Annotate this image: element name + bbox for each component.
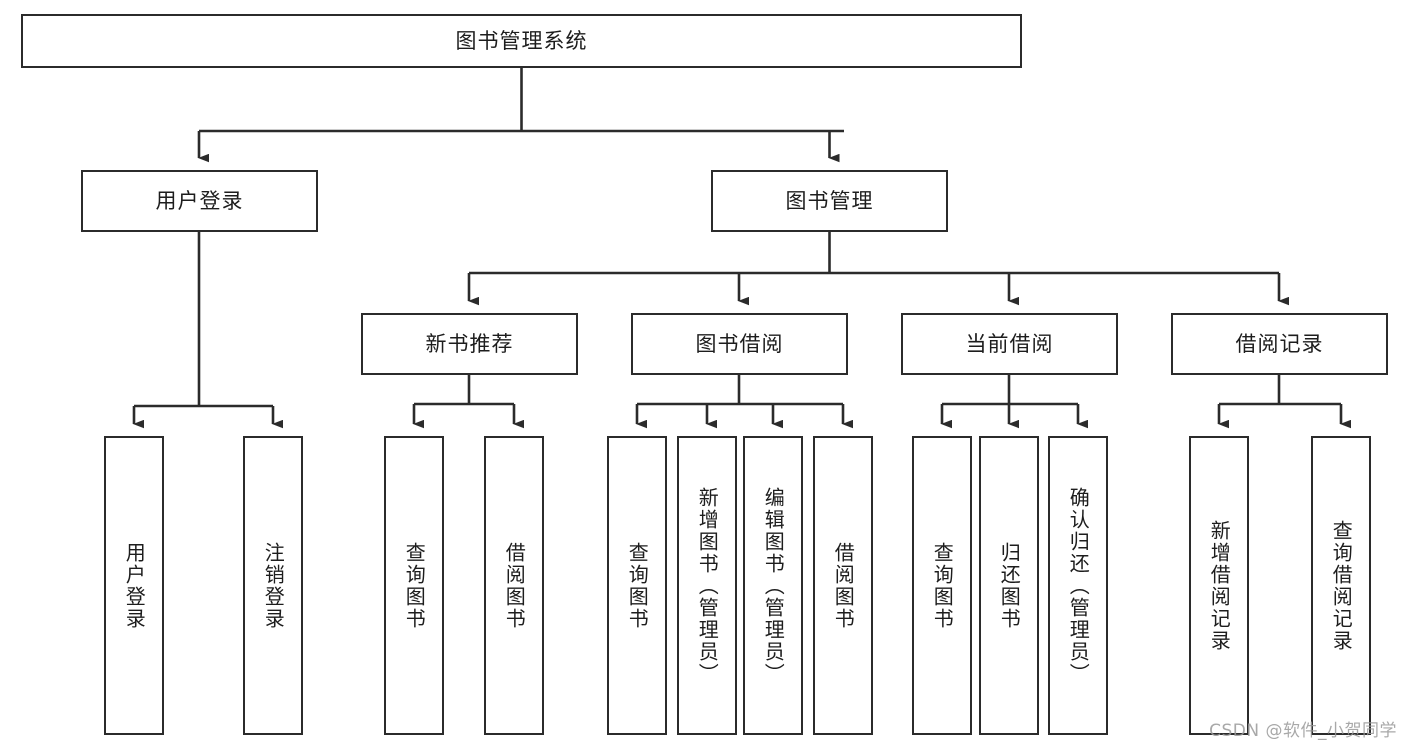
leaf-node-query-book-3[interactable]: 查询图书	[912, 436, 972, 735]
node-user-login[interactable]: 用户登录	[81, 170, 318, 232]
leaf-node-query-record[interactable]: 查询借阅记录	[1311, 436, 1371, 735]
leaf-node-user-login[interactable]: 用户登录	[104, 436, 164, 735]
node-borrow-record[interactable]: 借阅记录	[1171, 313, 1388, 375]
node-label: 图书管理	[785, 188, 874, 213]
node-label: 新书推荐	[425, 331, 514, 356]
leaf-node-confirm-return[interactable]: 确认归还（管理员）	[1048, 436, 1108, 735]
node-label: 编辑图书（管理员）	[761, 486, 786, 685]
node-label: 借阅图书	[831, 541, 856, 630]
node-label: 确认归还（管理员）	[1066, 486, 1091, 685]
node-book-management-system[interactable]: 图书管理系统	[21, 14, 1022, 68]
leaf-node-add-book[interactable]: 新增图书（管理员）	[677, 436, 737, 735]
leaf-node-borrow-book-2[interactable]: 借阅图书	[813, 436, 873, 735]
node-label: 当前借阅	[965, 331, 1054, 356]
node-label: 查询图书	[625, 541, 650, 630]
node-label: 图书管理系统	[455, 28, 588, 53]
node-book-management[interactable]: 图书管理	[711, 170, 948, 232]
node-label: 新增图书（管理员）	[695, 486, 720, 685]
leaf-node-edit-book[interactable]: 编辑图书（管理员）	[743, 436, 803, 735]
node-label: 归还图书	[997, 541, 1022, 630]
node-label: 查询图书	[402, 541, 427, 630]
node-label: 用户登录	[122, 541, 147, 630]
leaf-node-add-record[interactable]: 新增借阅记录	[1189, 436, 1249, 735]
leaf-node-logout[interactable]: 注销登录	[243, 436, 303, 735]
leaf-node-return-book[interactable]: 归还图书	[979, 436, 1039, 735]
node-label: 查询图书	[930, 541, 955, 630]
node-label: 查询借阅记录	[1329, 519, 1354, 652]
node-label: 新增借阅记录	[1207, 519, 1232, 652]
node-label: 用户登录	[155, 188, 244, 213]
node-label: 注销登录	[261, 541, 286, 630]
node-label: 图书借阅	[695, 331, 784, 356]
leaf-node-query-book-2[interactable]: 查询图书	[607, 436, 667, 735]
node-label: 借阅记录	[1235, 331, 1324, 356]
leaf-node-borrow-book-1[interactable]: 借阅图书	[484, 436, 544, 735]
leaf-node-query-book-1[interactable]: 查询图书	[384, 436, 444, 735]
node-book-borrow[interactable]: 图书借阅	[631, 313, 848, 375]
node-new-book-recommend[interactable]: 新书推荐	[361, 313, 578, 375]
node-label: 借阅图书	[502, 541, 527, 630]
node-current-borrow[interactable]: 当前借阅	[901, 313, 1118, 375]
